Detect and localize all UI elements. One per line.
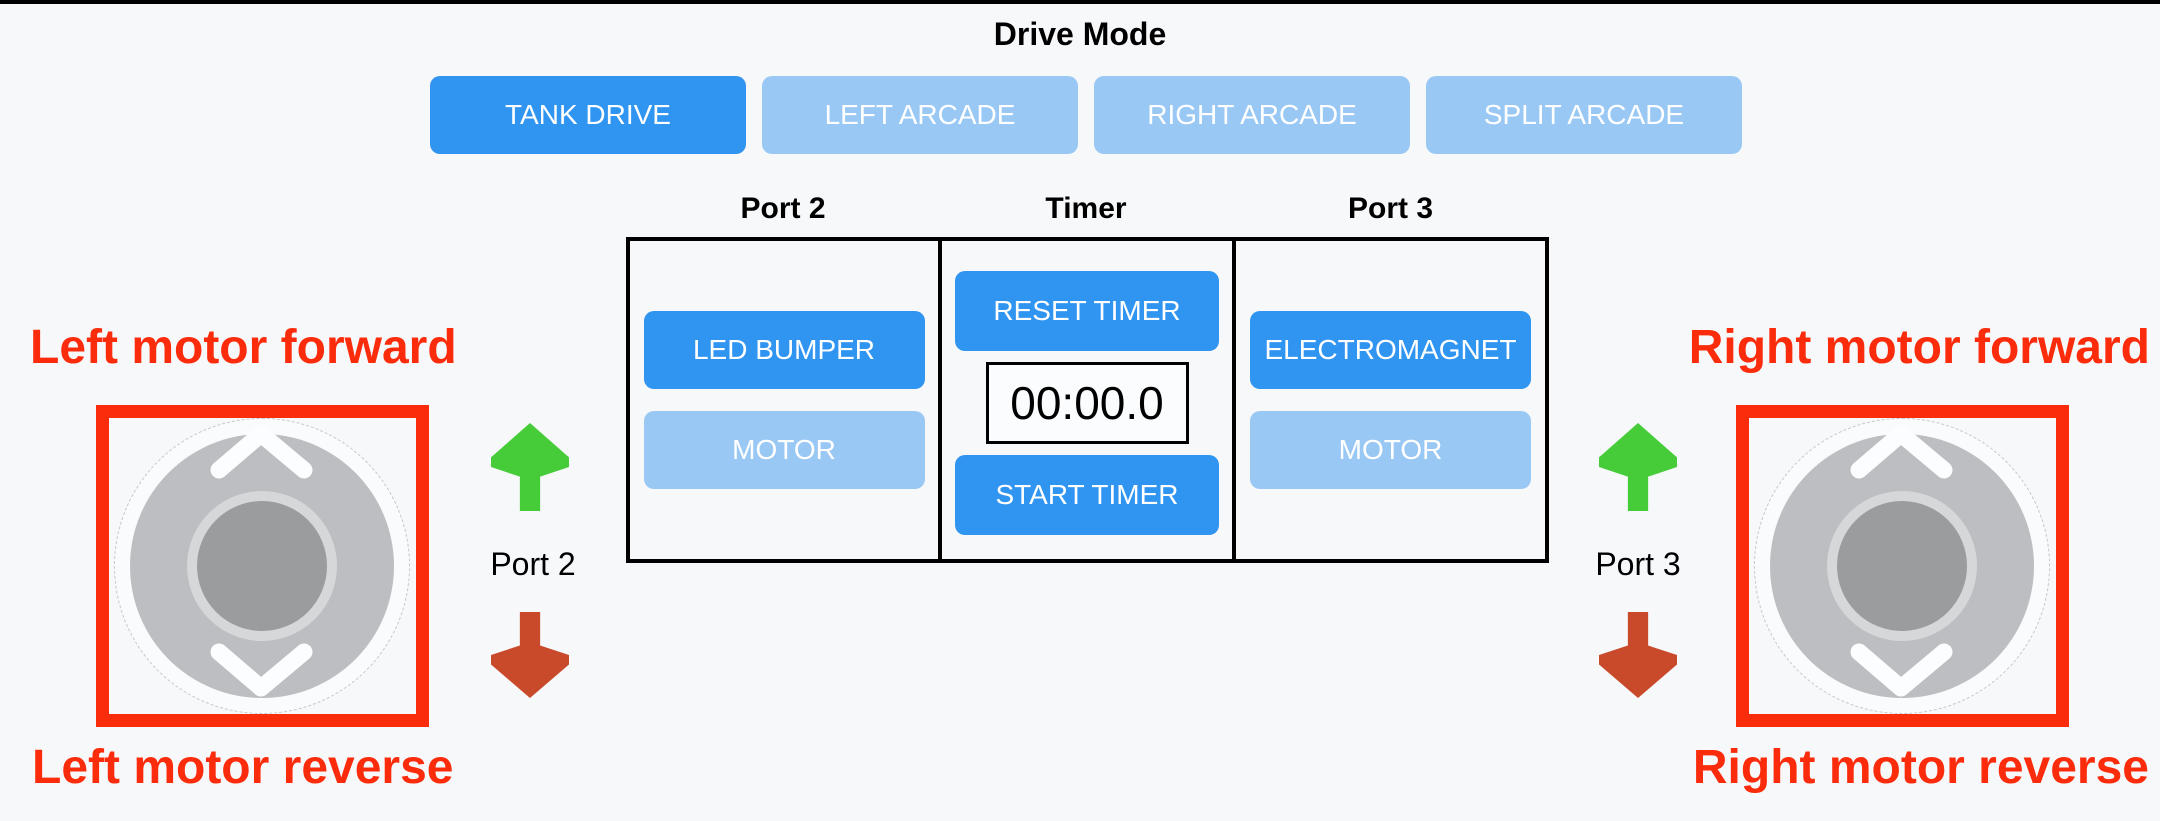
right-motor-reverse-label: Right motor reverse (1692, 741, 2149, 794)
right-arcade-button[interactable]: RIGHT ARCADE (1094, 76, 1410, 154)
top-border (0, 0, 2160, 4)
left-arcade-button[interactable]: LEFT ARCADE (762, 76, 1078, 154)
left-reverse-arrow-icon (491, 612, 569, 698)
right-port-label: Port 3 (1595, 546, 1681, 582)
port3-column-header: Port 3 (1347, 192, 1434, 225)
control-panel: LED BUMPER MOTOR RESET TIMER 00:00.0 STA… (626, 237, 1549, 563)
left-port-label: Port 2 (490, 546, 576, 582)
left-joystick-knob[interactable] (187, 491, 337, 641)
port2-motor-button[interactable]: MOTOR (643, 411, 925, 489)
electromagnet-button[interactable]: ELECTROMAGNET (1250, 311, 1531, 389)
left-forward-arrow-icon (491, 423, 569, 511)
drive-mode-title: Drive Mode (993, 16, 1167, 52)
start-timer-button[interactable]: START TIMER (955, 455, 1219, 535)
right-motor-forward-label: Right motor forward (1688, 321, 2150, 374)
left-joystick[interactable] (96, 405, 429, 727)
right-reverse-arrow-icon (1599, 612, 1677, 698)
split-arcade-button[interactable]: SPLIT ARCADE (1426, 76, 1742, 154)
left-motor-forward-label: Left motor forward (30, 321, 457, 374)
right-forward-arrow-icon (1599, 423, 1677, 511)
joystick-chevron-icons (210, 425, 313, 697)
right-joystick-knob[interactable] (1827, 491, 1977, 641)
timer-column-header: Timer (1045, 192, 1127, 225)
led-bumper-button[interactable]: LED BUMPER (643, 311, 925, 389)
timer-display: 00:00.0 (985, 362, 1189, 444)
tank-drive-button[interactable]: TANK DRIVE (430, 76, 746, 154)
timer-column: RESET TIMER 00:00.0 START TIMER (942, 241, 1236, 559)
right-joystick-area (1749, 418, 2056, 714)
port3-motor-button[interactable]: MOTOR (1250, 411, 1531, 489)
port2-column-header: Port 2 (740, 192, 826, 225)
left-motor-reverse-label: Left motor reverse (32, 741, 454, 794)
drive-mode-button-row: TANK DRIVE LEFT ARCADE RIGHT ARCADE SPLI… (430, 76, 1742, 154)
reset-timer-button[interactable]: RESET TIMER (955, 271, 1219, 351)
joystick-chevron-icons (1850, 425, 1953, 697)
left-joystick-area (109, 418, 416, 714)
port3-column: ELECTROMAGNET MOTOR (1236, 241, 1545, 559)
port2-column: LED BUMPER MOTOR (630, 241, 942, 559)
right-joystick[interactable] (1736, 405, 2069, 727)
